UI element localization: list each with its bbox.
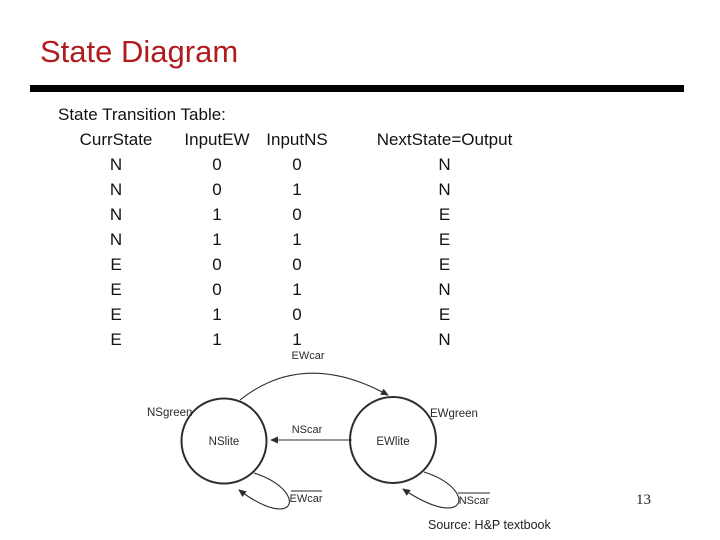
output-label-nsgreen: NSgreen xyxy=(147,407,192,419)
table-cell: N xyxy=(109,155,123,174)
self-loop-ewlite xyxy=(402,471,460,509)
table-cell: 1 xyxy=(292,230,302,249)
table-cell: 0 xyxy=(212,280,222,299)
page-number: 13 xyxy=(636,492,651,508)
state-label-ewlite: EWlite xyxy=(376,436,409,448)
column-header-currstate: CurrState xyxy=(79,130,153,149)
self-loop-label-not-nscar: NScar xyxy=(459,495,490,507)
table-cell: 1 xyxy=(292,180,302,199)
table-cell: E xyxy=(438,255,451,274)
table-cell: N xyxy=(438,155,451,174)
transition-label-nscar: NScar xyxy=(292,424,323,436)
table-cell: E xyxy=(110,330,122,349)
source-credit: Source: H&P textbook xyxy=(428,518,551,532)
table-cell: 1 xyxy=(212,305,222,324)
column-header-inputns: InputNS xyxy=(266,130,328,149)
self-loop-nslite xyxy=(238,472,290,510)
state-label-nslite: NSlite xyxy=(209,436,240,448)
table-cell: 1 xyxy=(292,330,302,349)
state-circle-nslite xyxy=(180,397,268,485)
table-cell: E xyxy=(438,305,451,324)
table-cell: N xyxy=(109,230,123,249)
table-caption: State Transition Table: xyxy=(58,105,226,124)
output-label-ewgreen: EWgreen xyxy=(430,408,478,420)
column-header-inputew: InputEW xyxy=(184,130,250,149)
table-grid: CurrState InputEW InputNS NextState=Outp… xyxy=(60,127,557,352)
table-cell: E xyxy=(438,205,451,224)
table-cell: N xyxy=(438,180,451,199)
table-cell: E xyxy=(110,255,122,274)
table-cell: 0 xyxy=(212,255,222,274)
table-cell: 0 xyxy=(212,180,222,199)
self-loop-label-not-ewcar: EWcar xyxy=(290,493,323,505)
table-cell: N xyxy=(109,180,123,199)
table-cell: E xyxy=(438,230,451,249)
table-cell: 1 xyxy=(212,230,222,249)
table-cell: 0 xyxy=(292,205,302,224)
table-cell: 0 xyxy=(292,305,302,324)
table-cell: 0 xyxy=(292,255,302,274)
page-title: State Diagram xyxy=(40,34,239,69)
table-cell: 1 xyxy=(212,330,222,349)
title-divider-rule xyxy=(30,85,684,92)
table-cell: N xyxy=(438,280,451,299)
transition-label-ewcar: EWcar xyxy=(292,350,325,362)
table-cell: 1 xyxy=(292,280,302,299)
transition-arc-ewcar xyxy=(239,372,389,401)
table-cell: N xyxy=(438,330,451,349)
table-cell: 0 xyxy=(212,155,222,174)
table-cell: E xyxy=(110,305,122,324)
table-cell: 1 xyxy=(212,205,222,224)
table-cell: E xyxy=(110,280,122,299)
column-header-nextstate: NextState=Output xyxy=(376,130,513,149)
table-cell: N xyxy=(109,205,123,224)
table-cell: 0 xyxy=(292,155,302,174)
